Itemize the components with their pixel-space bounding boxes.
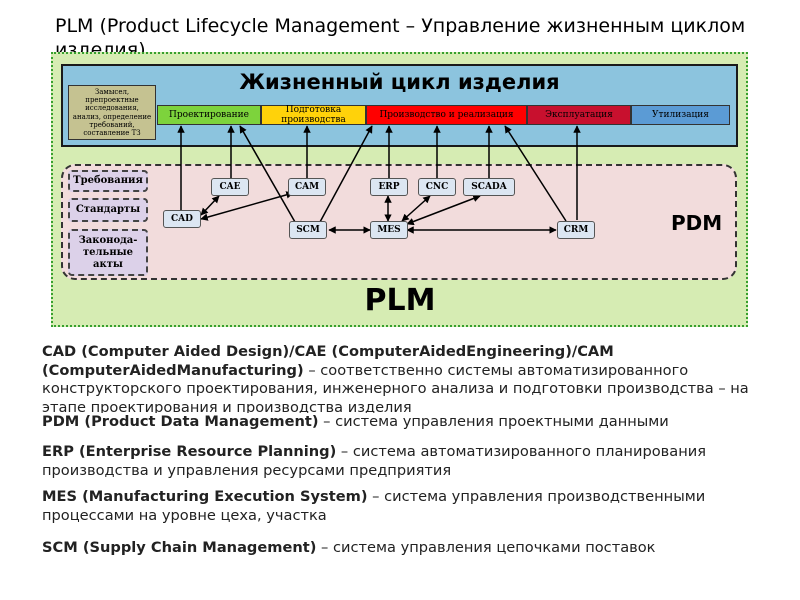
- definition-scm: SCM (Supply Chain Management) – система …: [42, 539, 772, 558]
- requirements-box: Требования: [68, 170, 148, 192]
- definition-erp: ERP (Enterprise Resource Planning) – сис…: [42, 443, 772, 480]
- definition-mes: MES (Manufacturing Execution System) – с…: [42, 488, 772, 525]
- scm-box: SCM: [289, 221, 327, 239]
- concept-box: Замысел, препроектные исследования, анал…: [68, 85, 156, 140]
- definition-pdm: PDM (Product Data Management) – система …: [42, 413, 772, 432]
- arrow-cad-cae: [200, 195, 220, 216]
- definition-term: SCM (Supply Chain Management): [42, 539, 317, 556]
- stage-operation: Эксплуатация: [527, 105, 631, 125]
- definition-text: – соответственно системы автоматизирован…: [42, 361, 749, 416]
- lifecycle-title: Жизненный цикл изделия: [239, 70, 560, 94]
- definition-cad-cae-cam: CAD (Computer Aided Design)/CAE (Compute…: [42, 343, 772, 417]
- cad-box: CAD: [163, 210, 201, 228]
- definition-text: – система управления проектными данными: [318, 413, 669, 430]
- definition-term: MES (Manufacturing Execution System): [42, 488, 368, 505]
- cnc-box: CNC: [418, 178, 456, 196]
- arrow-scm-design: [239, 125, 296, 223]
- arrow-crm-production: [504, 125, 567, 222]
- legislative-acts-box: Законода-тельные акты: [68, 229, 148, 276]
- definition-text: – система управления цепочками поставок: [316, 539, 656, 556]
- stage-disposal: Утилизация: [631, 105, 730, 125]
- scada-box: SCADA: [463, 178, 515, 196]
- definition-term: CAD (Computer Aided Design)/CAE (Compute…: [42, 343, 614, 379]
- mes-box: MES: [370, 221, 408, 239]
- erp-box: ERP: [370, 178, 408, 196]
- arrow-cad-cam: [200, 191, 294, 221]
- definition-term: ERP (Enterprise Resource Planning): [42, 443, 337, 460]
- stage-design: Проектирование: [157, 105, 261, 125]
- arrow-scada-mes: [406, 194, 481, 226]
- definition-text: – система управления производственными п…: [42, 488, 706, 524]
- plm-label: PLM: [364, 283, 436, 318]
- definition-term: PDM (Product Data Management): [42, 413, 319, 430]
- cae-box: CAE: [211, 178, 249, 196]
- stage-production-prep: Подготовка производства: [261, 105, 366, 125]
- pdm-label: PDM: [671, 211, 723, 235]
- definition-text: – система автоматизированного планирован…: [42, 443, 706, 479]
- crm-box: CRM: [557, 221, 595, 239]
- cam-box: CAM: [288, 178, 326, 196]
- standards-box: Стандарты: [68, 198, 148, 222]
- arrow-scm-production: [319, 125, 373, 223]
- stage-production: Производство и реализация: [366, 105, 527, 125]
